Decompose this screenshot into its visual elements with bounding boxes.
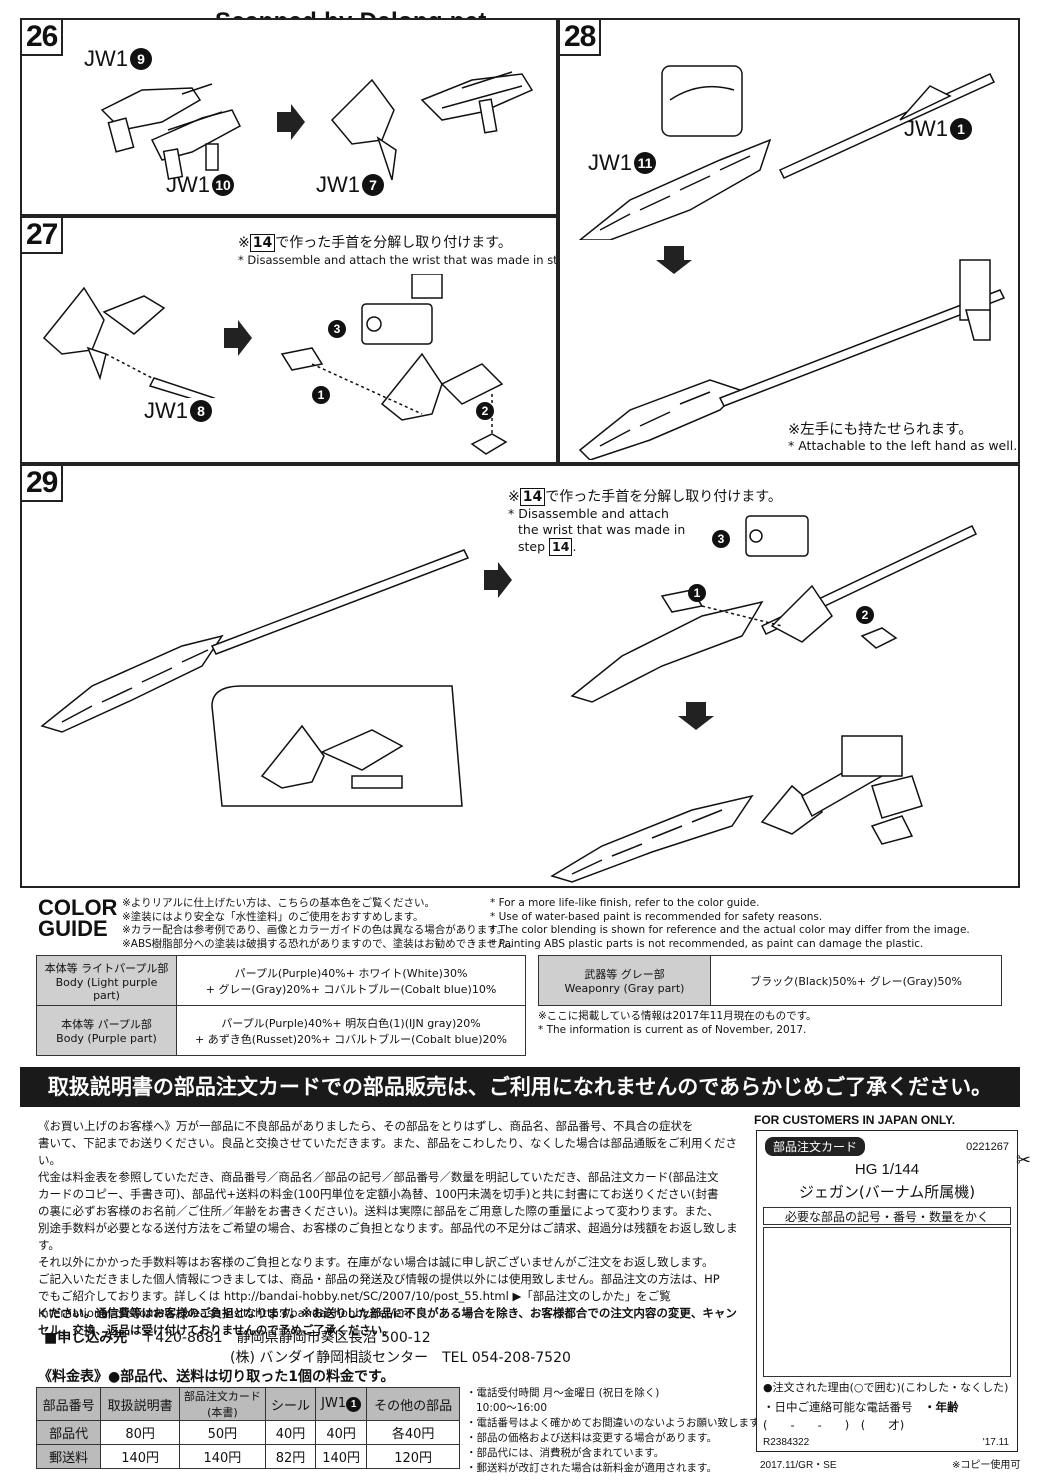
step-29-note-en: * Disassemble and attach the wrist that … bbox=[508, 506, 686, 556]
step-27-number: 27 bbox=[22, 218, 64, 254]
price-table-title: 《料金表》●部品代、送料は切り取った1個の料金です。 bbox=[38, 1369, 395, 1385]
price-cell: 140円 bbox=[100, 1444, 180, 1469]
price-header: 部品注文カード(本書) bbox=[178, 1387, 266, 1421]
color-row-mix: ブラック(Black)50%+ グレー(Gray)50% bbox=[710, 955, 1002, 1006]
price-cell: 50円 bbox=[178, 1420, 266, 1445]
card-date: '17.11 bbox=[982, 1437, 1009, 1448]
callout-3: 3 bbox=[712, 530, 730, 548]
spear-held-illustration bbox=[550, 735, 923, 883]
card-instruction: 必要な部品の記号・番号・数量をかく bbox=[763, 1207, 1011, 1225]
price-cell: 各40円 bbox=[366, 1420, 460, 1445]
card-code: 0221267 bbox=[966, 1141, 1009, 1153]
card-tag: 部品注文カード bbox=[765, 1137, 866, 1156]
phone-notes: ・電話受付時間 月～金曜日 (祝日を除く) 10:00～16:00 ・電話番号は… bbox=[466, 1387, 769, 1474]
price-header: シール bbox=[264, 1387, 317, 1421]
price-cell: 120円 bbox=[366, 1444, 460, 1469]
step-28-note-en: * Attachable to the left hand as well. bbox=[788, 438, 1018, 453]
step-arrow bbox=[277, 104, 305, 140]
card-header: FOR CUSTOMERS IN JAPAN ONLY. bbox=[754, 1113, 956, 1127]
price-header: 取扱説明書 bbox=[100, 1387, 180, 1421]
color-guide-info: ※ここに掲載している情報は2017年11月現在のものです。 * The info… bbox=[538, 1010, 817, 1036]
price-cell: 40円 bbox=[264, 1420, 317, 1445]
gun-with-part-illustration bbox=[42, 286, 216, 398]
step-arrow bbox=[656, 246, 692, 274]
price-cell: 140円 bbox=[315, 1444, 368, 1469]
order-instructions: 《お買い上げのお客様へ》万が一部品に不良部品がありましたら、その部品をとりはずし… bbox=[38, 1119, 738, 1337]
price-header: その他の部品 bbox=[366, 1387, 460, 1421]
intl-customers-link[interactable]: International customers, please visit: h… bbox=[38, 1306, 413, 1320]
parts-notice-banner: 取扱説明書の部品注文カードでの部品販売は、ご利用になれませんのであらかじめご了承… bbox=[20, 1067, 1020, 1107]
step-26-number: 26 bbox=[22, 20, 64, 56]
spear-assembled-illustration bbox=[578, 259, 1006, 460]
card-serial: R2384322 bbox=[763, 1437, 810, 1448]
order-address: ■申し込み先 〒420-8681 静岡県静岡市葵区長沼 500-12 (株) バ… bbox=[44, 1330, 571, 1366]
callout-1: 1 bbox=[312, 386, 330, 404]
callout-3: 3 bbox=[328, 320, 346, 338]
card-model-name: ジェガン(バーナム所属機) bbox=[798, 1183, 976, 1201]
step-arrow bbox=[678, 702, 714, 730]
wrist-spear-assembly-illustration bbox=[570, 515, 978, 703]
step-28-number: 28 bbox=[560, 20, 602, 56]
callout-2: 2 bbox=[476, 402, 494, 420]
parts-order-card[interactable]: 部品注文カード 0221267 HG 1/144 ジェガン(バーナム所属機) 必… bbox=[756, 1130, 1018, 1452]
wrist-assembly-illustration bbox=[280, 274, 508, 455]
step-27-note-en: * Disassemble and attach the wrist that … bbox=[238, 252, 556, 268]
price-cell: 80円 bbox=[100, 1420, 180, 1445]
callout-1: 1 bbox=[688, 584, 706, 602]
color-row-mix: パープル(Purple)40%+ ホワイト(White)30%+ グレー(Gra… bbox=[176, 955, 526, 1006]
price-cell: 郵送料 bbox=[35, 1444, 102, 1469]
price-cell: 部品代 bbox=[35, 1420, 102, 1445]
step-28-note-jp: ※左手にも持たせられます。 bbox=[788, 422, 973, 438]
card-phone-field[interactable]: ( - - ) ( 才) bbox=[763, 1418, 905, 1432]
assembled-gun-illustration bbox=[330, 71, 534, 180]
card-phone-label: ・日中ご連絡可能な電話番号 ・年齢 bbox=[763, 1400, 959, 1414]
step-arrow bbox=[224, 320, 252, 356]
callout-2: 2 bbox=[856, 606, 874, 624]
card-footer-right: ※コピー使用可 bbox=[952, 1460, 1021, 1471]
price-header: 部品番号 bbox=[35, 1387, 102, 1421]
spear-parts-illustration bbox=[578, 65, 996, 240]
card-reason: ●注文された理由(○で囲む)(こわした・なくした) bbox=[763, 1381, 1009, 1394]
price-cell: 140円 bbox=[178, 1444, 266, 1469]
card-footer-left: 2017.11/GR・SE bbox=[760, 1460, 837, 1471]
scissors-icon: ✂ bbox=[1016, 1150, 1032, 1171]
card-model-scale: HG 1/144 bbox=[854, 1161, 920, 1178]
price-cell: 40円 bbox=[315, 1420, 368, 1445]
step-arrow bbox=[484, 562, 512, 598]
color-row-mix: パープル(Purple)40%+ 明灰白色(1)(IJN gray)20%+ あ… bbox=[176, 1005, 526, 1056]
gun-parts-illustration bbox=[100, 83, 241, 180]
spear-illustration bbox=[40, 549, 470, 733]
gun-inset-illustration bbox=[211, 685, 463, 807]
step-29-number: 29 bbox=[22, 466, 64, 502]
color-guide-en-notes: * For a more life-like finish, refer to … bbox=[490, 897, 970, 950]
color-guide-jp-notes: ※よりリアルに仕上げたい方は、こちらの基本色をご覧ください。 ※塗装にはより安全… bbox=[122, 897, 519, 950]
price-cell: 82円 bbox=[264, 1444, 317, 1469]
card-parts-field[interactable] bbox=[763, 1227, 1011, 1377]
